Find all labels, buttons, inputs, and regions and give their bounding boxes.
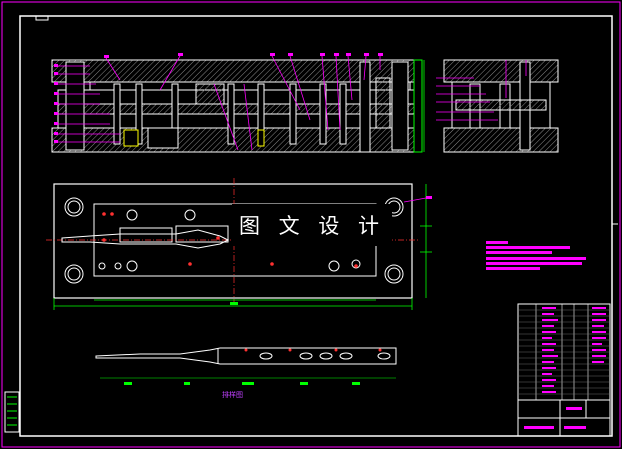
plan-view-balloon: [426, 196, 432, 199]
strip-part-plan: [61, 229, 230, 249]
plan-dimension-mark: [230, 302, 238, 305]
strip-layout-red-holes: [244, 348, 382, 352]
top-left-tab: [35, 15, 49, 21]
side-section-view: [443, 59, 559, 153]
plan-view-red-holes: [102, 212, 358, 268]
watermark-label: 图 文 设 计: [232, 204, 392, 246]
technical-notes: [486, 241, 586, 270]
front-view-balloon-marks: [54, 53, 383, 143]
left-margin-marks: [4, 391, 20, 433]
plan-view-leader: [403, 197, 427, 203]
front-view-leaders: [56, 55, 381, 151]
plan-view-dimensions: [53, 184, 432, 310]
title-block-rows: [518, 309, 610, 395]
strip-layout-dimensions: [100, 377, 396, 385]
strip-layout-label: 排样图: [222, 391, 243, 399]
strip-layout: [95, 347, 397, 365]
side-view-leaders: [436, 60, 527, 121]
front-section-view: [51, 59, 423, 153]
title-block-text: [524, 307, 606, 429]
inner-frame: [19, 15, 613, 437]
